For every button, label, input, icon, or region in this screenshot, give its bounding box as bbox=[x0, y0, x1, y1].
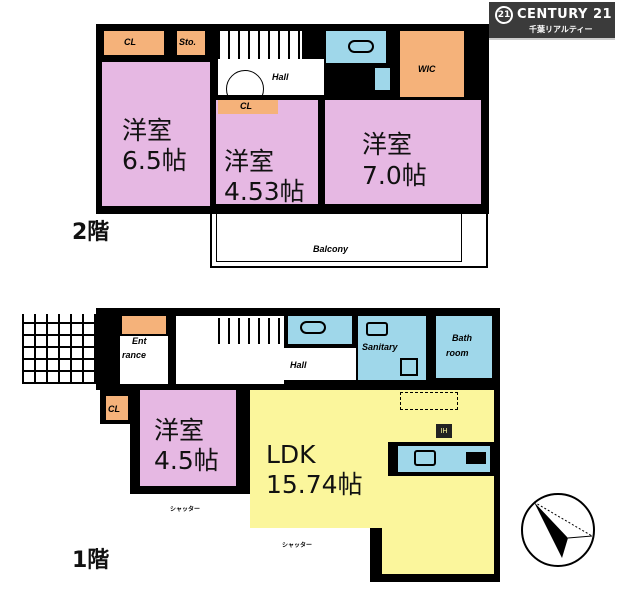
room-name: 洋室 bbox=[362, 130, 413, 159]
brand-branch: 千葉リアルティー bbox=[529, 25, 593, 34]
toilet-icon bbox=[348, 40, 374, 53]
storage-x-box bbox=[400, 392, 458, 410]
sanitary-label: Sanitary bbox=[362, 342, 398, 352]
room-size: 6.5帖 bbox=[122, 146, 187, 175]
entrance-label-2: rance bbox=[122, 350, 147, 360]
century21-mark-icon: 21 bbox=[495, 6, 513, 24]
bathroom bbox=[436, 316, 492, 378]
room-name: LDK bbox=[266, 440, 316, 469]
closet-label: CL bbox=[240, 101, 252, 111]
balcony-label: Balcony bbox=[313, 244, 349, 254]
closet-1f bbox=[106, 396, 128, 420]
floor1-label: 1階 bbox=[72, 548, 110, 573]
shoe-closet bbox=[122, 316, 166, 334]
floor2-label: 2階 bbox=[72, 220, 110, 245]
stairs-1f bbox=[218, 318, 282, 344]
hall-label: Hall bbox=[290, 360, 307, 370]
bath-label-1: Bath bbox=[452, 333, 472, 343]
stairs-2f bbox=[218, 31, 302, 59]
closet-2f-a bbox=[104, 31, 164, 55]
room-size: 4.53帖 bbox=[224, 177, 305, 206]
storage-2f bbox=[177, 31, 205, 55]
walk-in-closet bbox=[400, 31, 464, 97]
sanitary-room bbox=[358, 316, 426, 380]
compass-north-icon bbox=[521, 493, 595, 567]
storage-label: Sto. bbox=[179, 37, 196, 47]
room-western-7-0 bbox=[325, 100, 481, 204]
room-size: 4.5帖 bbox=[154, 446, 219, 475]
brand-name: CENTURY 21 bbox=[517, 7, 613, 22]
washbasin-icon bbox=[366, 322, 388, 336]
entrance bbox=[120, 336, 168, 384]
closet-2f-b bbox=[218, 100, 278, 114]
closet-label: CL bbox=[124, 37, 136, 47]
room-size: 15.74帖 bbox=[266, 470, 363, 499]
washing-machine-icon bbox=[400, 358, 418, 376]
entrance-label-1: Ent bbox=[132, 336, 147, 346]
room-western-6-5 bbox=[102, 62, 210, 206]
room-name: 洋室 bbox=[122, 116, 173, 145]
room-western-4-5 bbox=[140, 390, 236, 486]
room-size: 7.0帖 bbox=[362, 161, 427, 190]
sink-2f bbox=[375, 68, 390, 90]
toilet-icon bbox=[300, 321, 326, 334]
wic-label: WIC bbox=[418, 64, 436, 74]
hall-label: Hall bbox=[272, 72, 289, 82]
room-name: 洋室 bbox=[224, 147, 275, 176]
cooktop-icon bbox=[466, 452, 486, 464]
balcony bbox=[210, 214, 488, 268]
bath-label-2: room bbox=[446, 348, 469, 358]
century21-logo: 21 CENTURY 21 千葉リアルティー bbox=[489, 2, 615, 40]
shutter-label: シャッター bbox=[282, 542, 313, 549]
room-name: 洋室 bbox=[154, 416, 205, 445]
closet-label: CL bbox=[108, 404, 120, 414]
porch-grid bbox=[22, 314, 98, 384]
fridge-icon: IH bbox=[436, 424, 452, 438]
kitchen-sink-icon bbox=[414, 450, 436, 466]
room-western-4-53 bbox=[216, 100, 318, 204]
shutter-label: シャッター bbox=[170, 506, 201, 513]
